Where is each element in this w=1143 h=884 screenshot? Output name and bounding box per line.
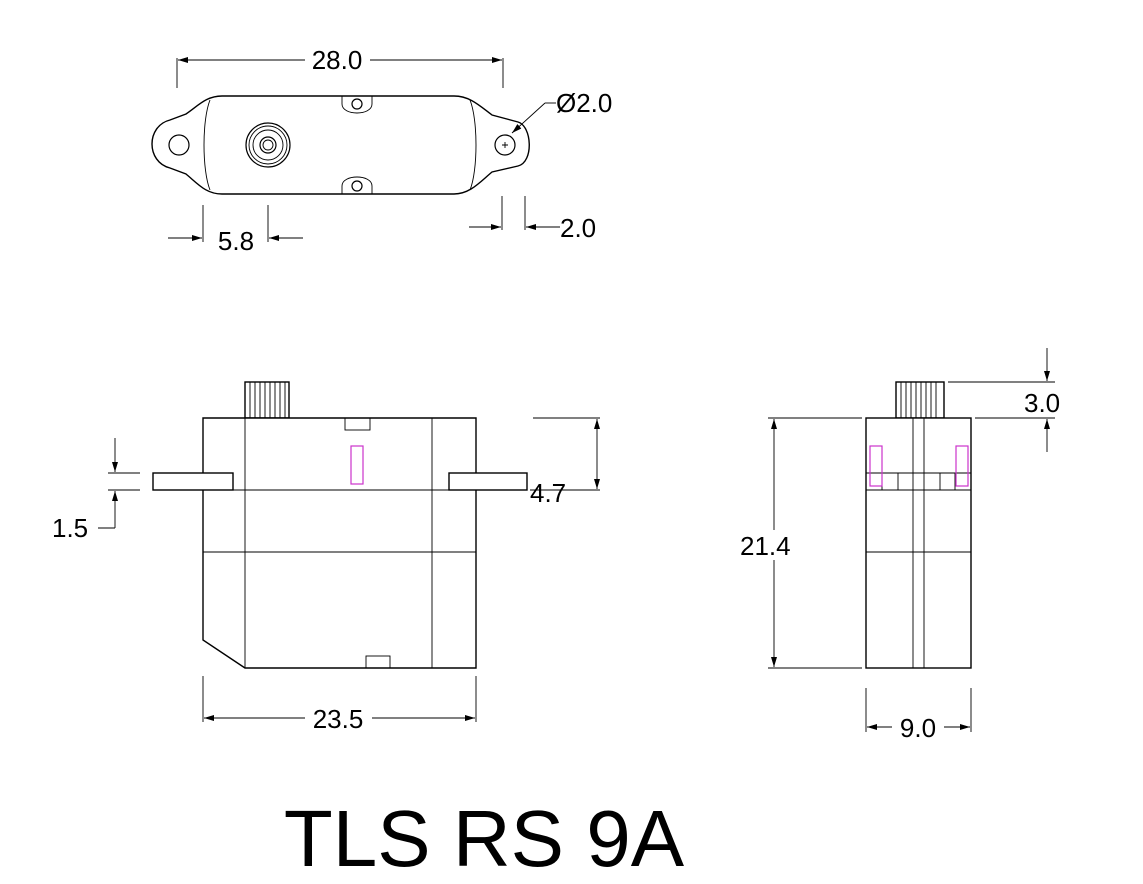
- dim-hole-diameter: Ø2.0: [511, 88, 612, 134]
- dim-spline-height-label: 3.0: [1024, 388, 1060, 418]
- right-ear-hole: [494, 134, 516, 156]
- dim-tab-thickness-top-label: 2.0: [560, 213, 596, 243]
- front-slot-marker: [350, 445, 364, 485]
- side-view: [865, 381, 972, 669]
- top-view: [151, 95, 530, 195]
- dim-tab-thickness-front: 1.5: [52, 438, 140, 543]
- dim-hole-diameter-label: Ø2.0: [556, 88, 612, 118]
- dim-spline-offset: 5.8: [168, 205, 303, 256]
- dim-body-width-label: 23.5: [313, 704, 364, 734]
- dim-tab-thickness-front-label: 1.5: [52, 513, 88, 543]
- dim-top-length: 28.0: [176, 45, 504, 88]
- output-spline-top: [245, 122, 291, 168]
- dim-body-height: 21.4: [740, 417, 862, 669]
- front-view: [152, 381, 528, 669]
- side-slot-marker-right: [955, 445, 969, 487]
- dim-tab-height-label: 4.7: [530, 478, 566, 508]
- dim-tab-height: 4.7: [530, 417, 600, 508]
- dim-body-width: 23.5: [202, 676, 477, 734]
- left-ear-hole: [168, 134, 190, 156]
- dim-body-height-label: 21.4: [740, 531, 791, 561]
- dim-spline-height: 3.0: [948, 348, 1060, 452]
- dim-body-depth-label: 9.0: [900, 713, 936, 743]
- dim-tab-thickness-top: 2.0: [469, 196, 596, 243]
- side-slot-marker-left: [869, 445, 883, 487]
- dim-spline-offset-label: 5.8: [218, 226, 254, 256]
- model-title: TLS RS 9A: [284, 794, 685, 883]
- dim-body-depth: 9.0: [865, 688, 972, 743]
- dim-top-length-label: 28.0: [312, 45, 363, 75]
